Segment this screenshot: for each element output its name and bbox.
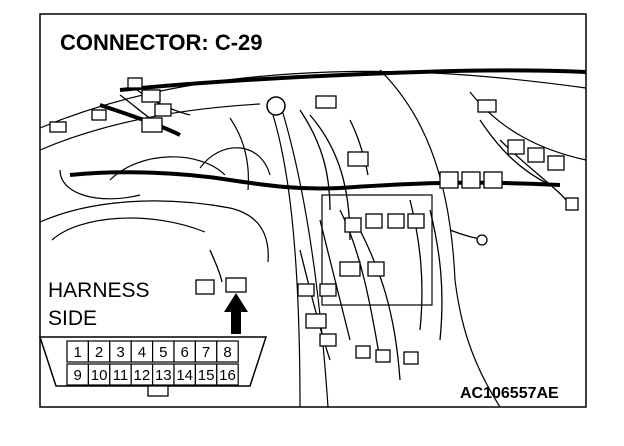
pin-number: 13 [155, 367, 172, 384]
diagram-border [39, 13, 587, 408]
dashboard-outline [39, 69, 587, 408]
connector-blocks [49, 77, 579, 365]
pin-number: 8 [223, 344, 231, 361]
grommet-icon [266, 96, 286, 116]
pin-number: 3 [116, 344, 124, 361]
pin-number: 11 [113, 367, 129, 384]
pin-number: 2 [95, 344, 103, 361]
pin-number: 9 [74, 367, 82, 384]
connector-title: CONNECTOR: C-29 [60, 30, 263, 55]
pin-number: 14 [176, 367, 193, 384]
arrow-up-icon [224, 293, 248, 334]
ground-terminal-icon [476, 234, 488, 246]
connector-lock-tab [147, 385, 169, 397]
pin-number: 1 [74, 344, 82, 361]
pin-cavity [216, 363, 239, 386]
harness-label: HARNESS [48, 279, 150, 302]
figure-code: AC106557AE [460, 385, 559, 402]
junction-bracket [321, 194, 433, 306]
pin-number: 4 [138, 344, 146, 361]
pin-number: 5 [159, 344, 167, 361]
pin-number: 16 [219, 367, 236, 384]
pin-number: 10 [91, 367, 108, 384]
pin-number: 7 [202, 344, 210, 361]
pin-cavity [216, 340, 239, 363]
wire-bundles [119, 84, 571, 381]
side-label: SIDE [48, 307, 97, 330]
pin-number: 15 [198, 367, 215, 384]
pin-number: 6 [181, 344, 189, 361]
pin-number: 12 [134, 367, 151, 384]
